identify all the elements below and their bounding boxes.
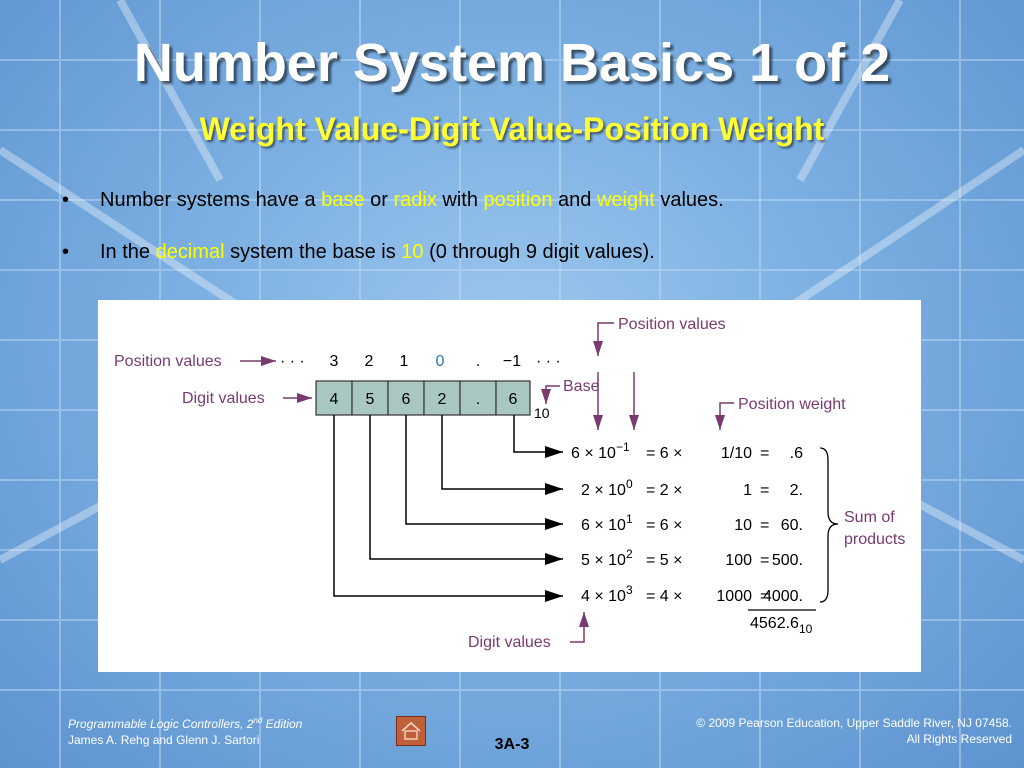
product-equals: = 5 × — [646, 552, 682, 569]
slide-subtitle: Weight Value-Digit Value-Position Weight — [199, 111, 825, 147]
copyright-line: © 2009 Pearson Education, Upper Saddle R… — [696, 716, 1012, 730]
rights-line: All Rights Reserved — [906, 732, 1012, 746]
product-row: 4 × 103 = 4 × 1000 = 4000. — [581, 583, 803, 605]
connector-arrow — [333, 415, 563, 602]
product-equals: = 6 × — [646, 517, 682, 534]
bullet-text-part: and — [552, 189, 597, 211]
digit-value: 6 — [402, 391, 411, 408]
position-ellipsis-right: · · · — [536, 353, 561, 370]
bullet-text-part: Number systems have a — [100, 189, 322, 211]
product-equals: = 2 × — [646, 482, 682, 499]
digit-box-row — [315, 380, 531, 416]
bullet-item: • In the decimal system the base is 10 (… — [62, 238, 1002, 266]
slide-title: Number System Basics 1 of 2 — [133, 33, 891, 93]
product-weight: 1 — [743, 482, 752, 499]
digit-value: 4 — [330, 391, 339, 408]
bullet-text-part: values. — [654, 189, 724, 211]
product-equals: = — [760, 517, 769, 534]
page-number: 3A-3 — [494, 736, 530, 753]
digit-value: 2 — [438, 391, 447, 408]
product-expression: 4 × 103 — [581, 583, 633, 605]
digit-value: 5 — [366, 391, 375, 408]
connector-arrow — [405, 415, 563, 530]
bullet-highlight: 10 — [401, 241, 424, 263]
sum-brace — [819, 447, 839, 603]
product-result: .6 — [790, 445, 803, 462]
bullet-item: • Number systems have a base or radix wi… — [62, 186, 1002, 214]
product-result: 60. — [781, 517, 803, 534]
digit-box — [495, 380, 531, 416]
product-weight: 1/10 — [721, 445, 752, 462]
footer-copyright: © 2009 Pearson Education, Upper Saddle R… — [696, 715, 1012, 747]
product-equals: = — [760, 588, 769, 605]
base-subscript: 10 — [534, 405, 550, 421]
digit-values-label-bottom: Digit values — [468, 634, 551, 651]
bullet-text-part: with — [436, 189, 484, 211]
sum-total: 4562.610 — [750, 615, 813, 636]
product-expression: 6 × 10−1 — [571, 440, 630, 462]
position-values-label-left: Position values — [114, 353, 222, 370]
product-equals: = 4 × — [646, 588, 682, 605]
digit-values-label-left: Digit values — [182, 390, 265, 407]
position-values-top-arrow — [593, 322, 614, 356]
product-row: 6 × 101 = 6 × 10 = 60. — [581, 512, 803, 534]
product-result: 500. — [772, 552, 803, 569]
bullet-highlight: decimal — [155, 241, 225, 263]
bullet-text-part: (0 through 9 digit values). — [423, 241, 655, 263]
product-expression: 5 × 102 — [581, 547, 633, 569]
product-equals: = — [760, 445, 769, 462]
bullet-text-part: system the base is — [224, 241, 402, 263]
product-weight: 1000 — [716, 588, 752, 605]
number-system-diagram: Position values Digit values · · · 3 2 1… — [98, 300, 921, 672]
position-value: 2 — [365, 353, 374, 370]
bullet-dot: • — [62, 241, 70, 263]
bullet-highlight: weight — [596, 189, 655, 211]
products-label: products — [844, 531, 905, 548]
product-equals: = 6 × — [646, 445, 682, 462]
bullet-highlight: base — [321, 189, 365, 211]
connector-arrow — [441, 415, 563, 495]
position-value: 0 — [436, 353, 445, 370]
product-row: 5 × 102 = 5 × 100 = 500. — [581, 547, 803, 569]
product-row: 6 × 10−1 = 6 × 1/10 = .6 — [571, 440, 803, 462]
product-row: 2 × 100 = 2 × 1 = 2. — [581, 477, 803, 499]
position-weight-label: Position weight — [738, 396, 846, 413]
position-values-label-top: Position values — [618, 316, 726, 333]
home-icon — [401, 721, 421, 740]
product-equals: = — [760, 482, 769, 499]
product-result: 4000. — [763, 588, 803, 605]
product-result: 2. — [790, 482, 803, 499]
product-weight: 100 — [725, 552, 752, 569]
bullet-list: • Number systems have a base or radix wi… — [62, 186, 1002, 290]
sum-of-label: Sum of — [844, 509, 895, 526]
position-ellipsis-left: · · · — [280, 353, 305, 370]
base-label: Base — [563, 378, 600, 395]
home-button[interactable] — [396, 716, 426, 746]
product-expression: 2 × 100 — [581, 477, 633, 499]
digit-values-bottom-arrow — [570, 612, 589, 643]
position-value: −1 — [503, 353, 521, 370]
product-equals: = — [760, 552, 769, 569]
product-weight: 10 — [734, 517, 752, 534]
digit-value: 6 — [509, 391, 518, 408]
digit-value: . — [476, 391, 480, 408]
position-value: 3 — [330, 353, 339, 370]
footer-book-info: Programmable Logic Controllers, 2nd Edit… — [68, 713, 302, 748]
footer-authors: James A. Rehg and Glenn J. Sartori — [68, 733, 260, 747]
diagram-svg: Position values Digit values · · · 3 2 1… — [114, 316, 905, 651]
bullet-highlight: radix — [393, 189, 437, 211]
product-expression: 6 × 101 — [581, 512, 633, 534]
connector-arrow — [369, 415, 563, 565]
position-value: . — [476, 353, 480, 370]
bullet-text-part: or — [364, 189, 394, 211]
base-arrow — [541, 385, 560, 404]
connector-arrow — [513, 415, 563, 458]
bullet-dot: • — [62, 189, 70, 211]
footer-book-title: Programmable Logic Controllers, 2nd Edit… — [68, 716, 303, 731]
position-weight-arrow — [715, 402, 734, 430]
bullet-highlight: position — [483, 189, 553, 211]
position-value: 1 — [400, 353, 409, 370]
bullet-text-part: In the — [100, 241, 156, 263]
